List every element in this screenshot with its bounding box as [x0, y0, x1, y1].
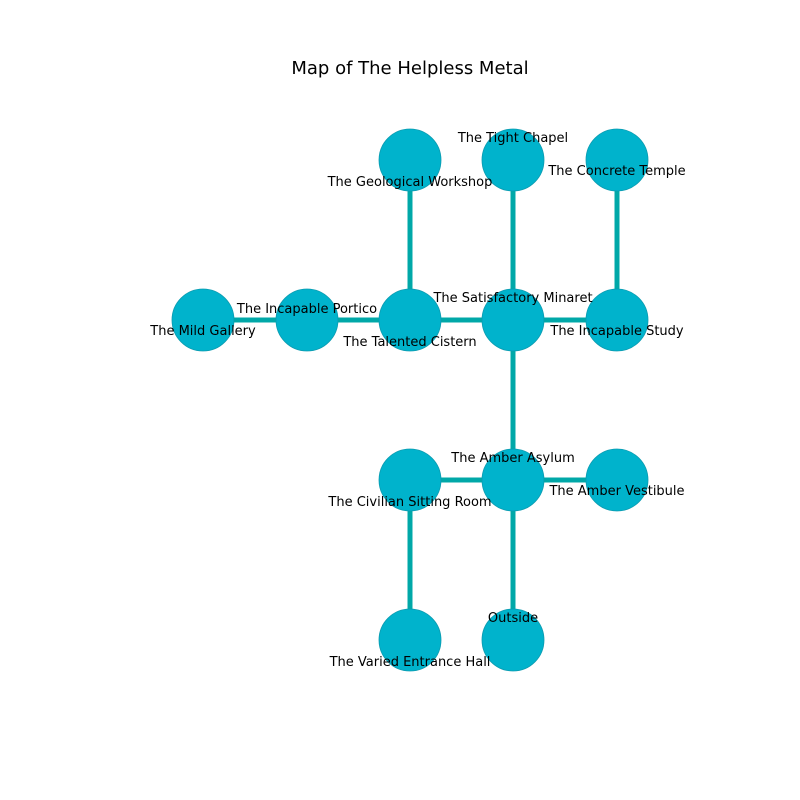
room-node-incapable-portico — [275, 288, 339, 352]
room-node-geological-workshop — [378, 128, 442, 192]
room-label-outside: Outside — [488, 611, 538, 626]
map-title: Map of The Helpless Metal — [291, 58, 528, 79]
room-label-geological-workshop: The Geological Workshop — [327, 175, 493, 190]
room-label-amber-vestibule: The Amber Vestibule — [548, 484, 684, 499]
room-label-mild-gallery: The Mild Gallery — [149, 324, 256, 339]
room-node-mild-gallery — [171, 288, 235, 352]
rooms-layer — [171, 128, 649, 672]
room-node-outside — [481, 608, 545, 672]
room-label-varied-entrance-hall: The Varied Entrance Hall — [329, 655, 491, 670]
room-label-concrete-temple: The Concrete Temple — [547, 164, 685, 179]
room-node-civilian-sitting-room — [378, 448, 442, 512]
room-label-talented-cistern: The Talented Cistern — [342, 335, 476, 350]
room-node-incapable-study — [585, 288, 649, 352]
room-node-varied-entrance-hall — [378, 608, 442, 672]
room-node-concrete-temple — [585, 128, 649, 192]
room-label-amber-asylum: The Amber Asylum — [450, 451, 574, 466]
room-node-satisfactory-minaret — [481, 288, 545, 352]
room-label-tight-chapel: The Tight Chapel — [457, 131, 568, 146]
room-label-satisfactory-minaret: The Satisfactory Minaret — [432, 291, 592, 306]
labels-layer: The Geological Workshop The Tight ChapelT… — [149, 131, 685, 670]
connections-layer — [203, 160, 620, 640]
room-label-civilian-sitting-room: The Civilian Sitting Room — [327, 495, 491, 510]
room-node-tight-chapel — [481, 128, 545, 192]
room-node-amber-asylum — [481, 448, 545, 512]
room-label-incapable-study: The Incapable Study — [549, 324, 684, 339]
room-node-amber-vestibule — [585, 448, 649, 512]
room-node-talented-cistern — [378, 288, 442, 352]
room-label-incapable-portico: The Incapable Portico — [236, 302, 377, 317]
